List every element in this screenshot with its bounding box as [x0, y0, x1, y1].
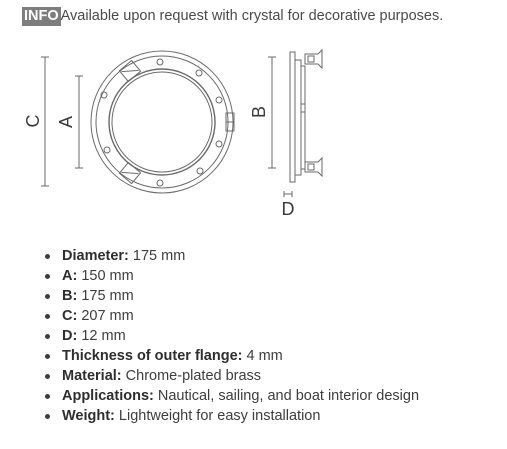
spec-label: Material: — [62, 368, 122, 384]
spec-value: Chrome-plated brass — [121, 368, 262, 384]
spec-value: 4 mm — [242, 348, 283, 364]
spec-item-flange-thickness: Thickness of outer flange: 4 mm — [44, 346, 419, 366]
spec-item-applications: Applications: Nautical, sailing, and boa… — [44, 386, 419, 406]
spec-item-material: Material: Chrome-plated brass — [44, 366, 419, 386]
spec-item-d: D: 12 mm — [44, 326, 419, 346]
spec-value: 207 mm — [77, 308, 134, 324]
spec-item-b: B: 175 mm — [44, 286, 419, 306]
spec-item-weight: Weight: Lightweight for easy installatio… — [44, 406, 419, 426]
spec-label: D: — [62, 328, 78, 344]
spec-item-c: C: 207 mm — [44, 306, 419, 326]
spec-label: Thickness of outer flange: — [62, 348, 243, 364]
dimension-label-b: B — [249, 106, 269, 118]
spec-label: A: — [62, 268, 78, 284]
spec-label: C: — [62, 308, 78, 324]
spec-label: B: — [62, 288, 78, 304]
dimension-label-d: D — [282, 199, 295, 219]
specifications-list: Diameter: 175 mm A: 150 mm B: 175 mm C: … — [44, 246, 419, 426]
dimension-label-a: A — [56, 116, 76, 128]
spec-label: Diameter: — [62, 248, 129, 264]
spec-label: Weight: — [62, 408, 115, 424]
spec-value: 175 mm — [77, 288, 134, 304]
porthole-technical-drawing: C A B D — [23, 48, 323, 219]
spec-value: Lightweight for easy installation — [114, 408, 321, 424]
info-text: Available upon request with crystal for … — [60, 8, 444, 24]
spec-value: 12 mm — [77, 328, 126, 344]
spec-item-a: A: 150 mm — [44, 266, 419, 286]
dimension-label-c: C — [23, 115, 43, 128]
spec-label: Applications: — [62, 388, 154, 404]
spec-value: 150 mm — [77, 268, 134, 284]
info-badge: INFO — [22, 7, 61, 26]
spec-value: 175 mm — [128, 248, 186, 264]
spec-value: Nautical, sailing, and boat interior des… — [153, 388, 420, 404]
spec-item-diameter: Diameter: 175 mm — [44, 246, 419, 266]
